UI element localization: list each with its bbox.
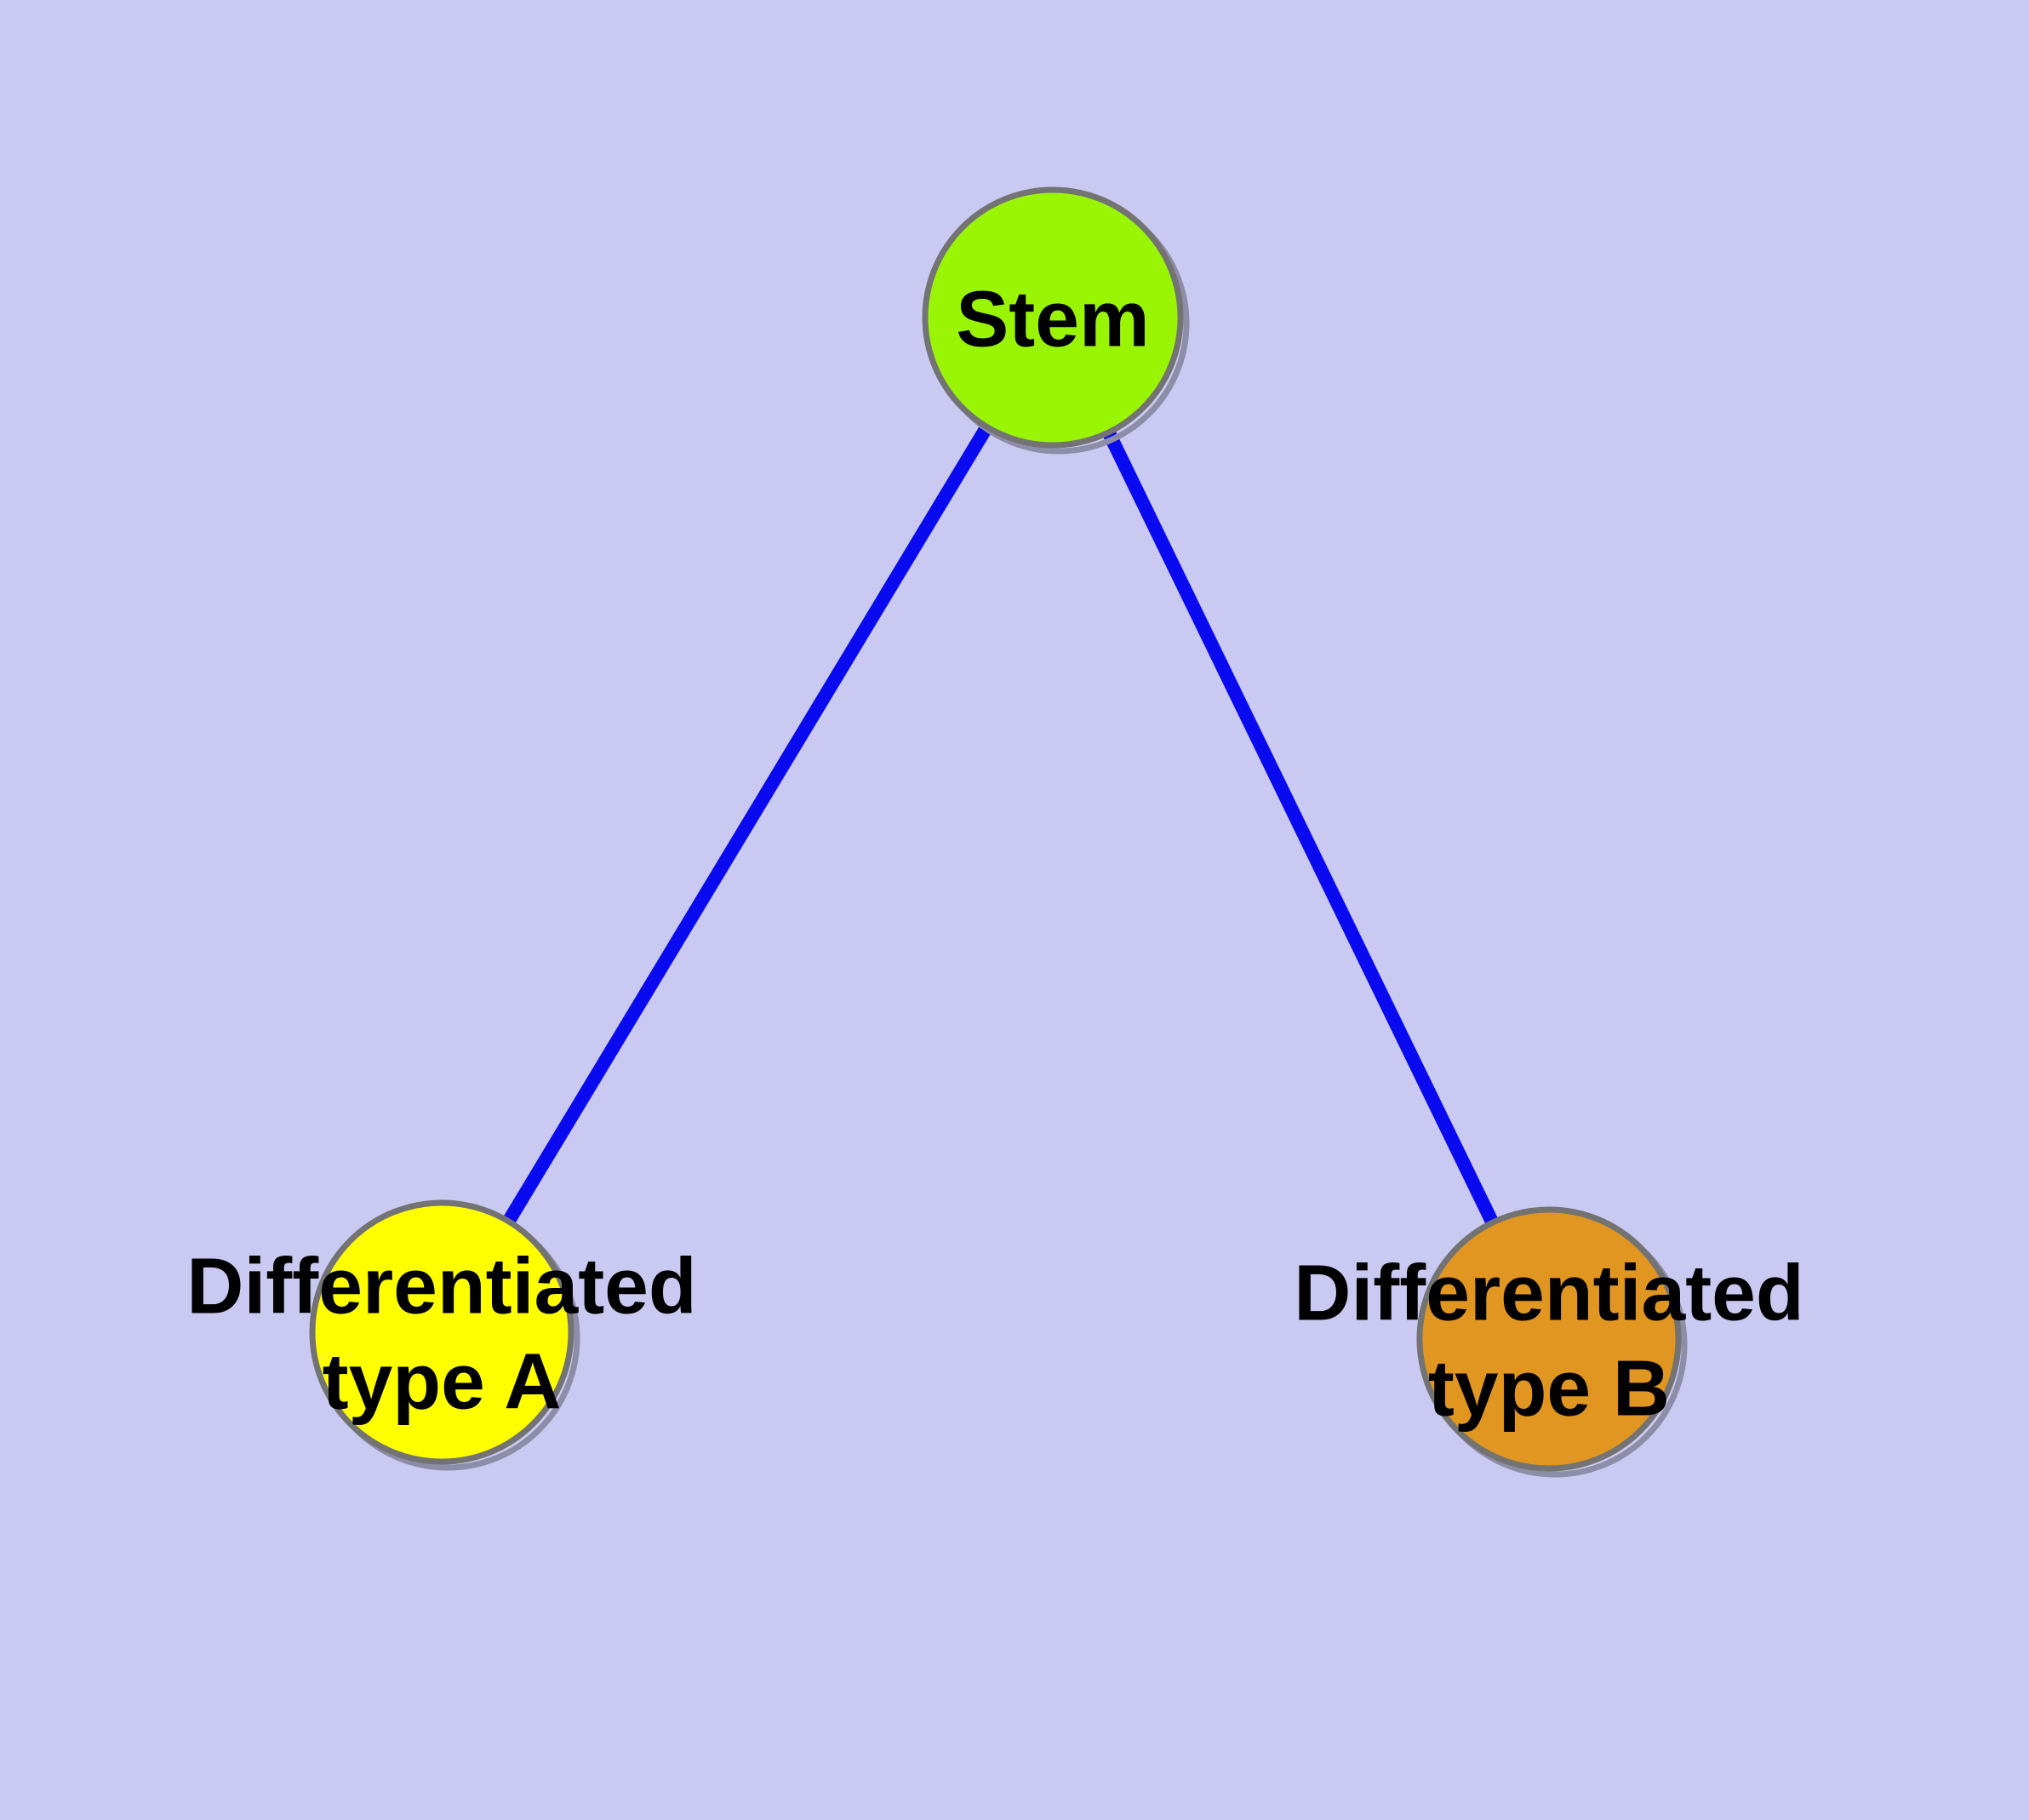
edges-layer [436,313,1556,1342]
node-differentiated-type-a [309,1199,574,1465]
node-label-stem: Stem [956,274,1149,363]
node-label-line: Differentiated [186,1241,696,1330]
edge-stem-to-differentiated-type-b [1046,314,1556,1342]
node-label-line: type B [1428,1343,1670,1432]
node-label-line: type A [323,1336,562,1425]
node-label-line: Stem [956,274,1149,363]
node-label-line: Differentiated [1294,1248,1803,1336]
node-differentiated-type-b [1416,1206,1682,1472]
node-stem [922,186,1184,449]
edge-stem-to-differentiated-type-a [436,313,1059,1336]
nodes-layer [309,186,1688,1478]
